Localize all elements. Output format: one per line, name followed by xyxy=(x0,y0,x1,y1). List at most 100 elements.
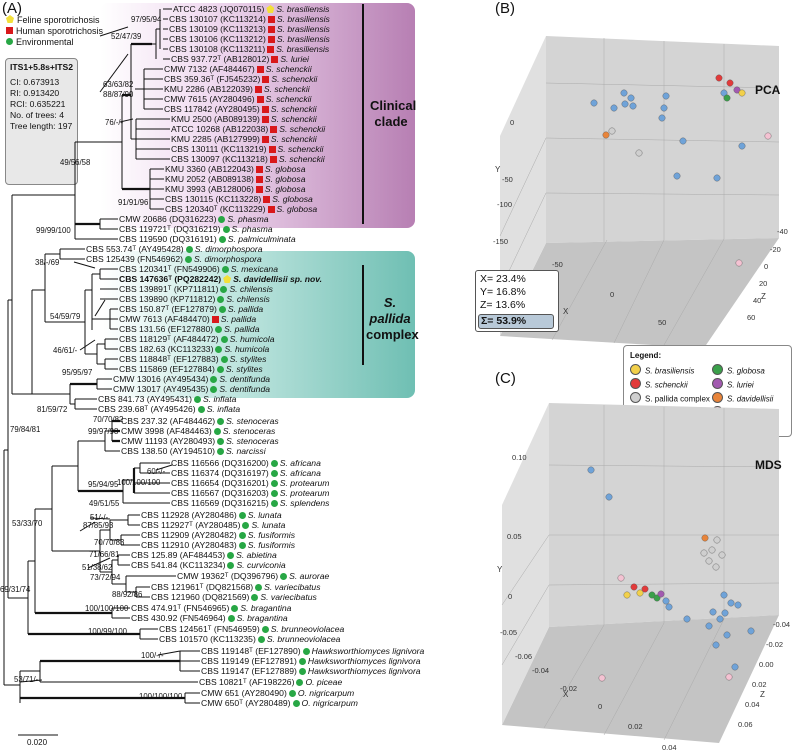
plot-legend-item: S. brasiliensis xyxy=(630,364,694,377)
pca-xtick: -50 xyxy=(552,260,563,269)
human-square-icon xyxy=(211,315,219,323)
environmental-circle-icon xyxy=(222,225,230,233)
circle-icon xyxy=(6,38,13,45)
mds-xtick: 0.04 xyxy=(662,743,677,752)
human-square-icon xyxy=(271,55,279,63)
scatter-point xyxy=(623,591,631,599)
support-value: 95/95/97 xyxy=(62,368,93,377)
support-value: 100/-/- xyxy=(141,651,164,660)
mds-ztick: 0.00 xyxy=(759,660,774,669)
environmental-circle-icon xyxy=(261,625,269,633)
tree-leaf: CBS 130106 (KC113212)S. brasiliensis xyxy=(169,34,330,44)
support-value: 70/70/82 xyxy=(93,415,124,424)
tree-leaf: CBS 116374 (DQ316197)S. africana xyxy=(171,468,321,478)
environmental-circle-icon xyxy=(220,335,228,343)
tree-leaf: CBS 182.63 (KC113233)S. humicola xyxy=(119,344,270,354)
tree-leaf: CBS 117842 (AY280495)S. schenckii xyxy=(164,104,317,114)
legend-environmental: Environmental xyxy=(16,37,74,47)
tree-leaf: CBS 474.91ᵀ (FN546965)S. bragantina xyxy=(131,603,292,613)
support-value: 91/91/96 xyxy=(118,198,149,207)
tree-leaf: CBS 139891ᵀ (KP711811)S. chilensis xyxy=(119,284,273,294)
scatter-point xyxy=(764,132,772,140)
pca-plot xyxy=(499,36,780,348)
tree-leaf: CBS 116567 (DQ316203)S. protearum xyxy=(171,488,330,498)
human-square-icon xyxy=(261,135,269,143)
tree-leaf: CMW 11193 (AY280493)S. stenoceras xyxy=(121,436,279,446)
environmental-circle-icon xyxy=(218,305,226,313)
environmental-circle-icon xyxy=(238,531,246,539)
tree-leaf: CBS 125439 (FN546962)S. dimorphospora xyxy=(86,254,262,264)
support-value: 76/-/- xyxy=(105,118,124,127)
mds-xtick: -0.04 xyxy=(532,666,550,675)
environmental-circle-icon xyxy=(298,667,306,675)
pca-y-axis-name: Y xyxy=(495,165,501,174)
scatter-point xyxy=(701,534,709,542)
plot-legend-item: S. davidellisii xyxy=(712,392,773,405)
tree-leaf: CBS 130097 (KC113218)S. schenckii xyxy=(171,154,325,164)
scatter-point xyxy=(731,663,739,671)
pallida-clade-label: S. pallida complex xyxy=(366,295,419,342)
scatter-point xyxy=(723,94,731,102)
scatter-point xyxy=(673,172,681,180)
scatter-point xyxy=(700,549,708,557)
scatter-point xyxy=(641,585,649,593)
tree-leaf: CBS 130109 (KC113213)S. brasiliensis xyxy=(169,24,330,34)
tree-leaf: CMW 13017 (AY495435)S. dentifunda xyxy=(113,384,271,394)
scatter-point xyxy=(660,104,668,112)
scatter-point xyxy=(720,591,728,599)
environmental-circle-icon xyxy=(255,583,263,591)
square-icon xyxy=(6,27,13,34)
tree-leaf: CBS 118848ᵀ (EF127883)S. stylites xyxy=(119,354,267,364)
tree-leaf: CBS 116566 (DQ316200)S. africana xyxy=(171,458,321,468)
environmental-circle-icon xyxy=(220,355,228,363)
support-value: 100/100/100 xyxy=(117,478,161,487)
legend-feline: Feline sporotrichosis xyxy=(17,15,100,25)
feline-pentagon-icon xyxy=(266,5,275,13)
variance-x: X= 23.4% xyxy=(480,273,526,285)
human-square-icon xyxy=(256,65,264,73)
tree-leaf: CBS 124561ᵀ (FN546959)S. brunneoviolacea xyxy=(159,624,345,634)
human-square-icon xyxy=(255,165,263,173)
mds-ztick: 0.04 xyxy=(745,700,760,709)
panel-a-label: (A) xyxy=(2,0,22,17)
environmental-circle-icon xyxy=(217,295,225,303)
tree-leaf: CMW 651 (AY280490)O. nigricarpum xyxy=(201,688,355,698)
clinical-clade-label: Clinical clade xyxy=(370,98,417,129)
support-value: 88/92/86 xyxy=(112,590,143,599)
human-square-icon xyxy=(255,185,263,193)
tree-leaf: CBS 138.50 (AY194510)S. narcissi xyxy=(121,446,266,456)
tree-leaf: CMW 7132 (AF484467)S. schenckii xyxy=(164,64,312,74)
human-square-icon xyxy=(261,105,269,113)
scatter-point xyxy=(705,622,713,630)
scatter-point xyxy=(598,674,606,682)
support-value: 97/95/94 xyxy=(131,15,162,24)
environmental-circle-icon xyxy=(227,614,235,622)
support-value: 73/72/94 xyxy=(90,573,121,582)
scatter-point xyxy=(605,493,613,501)
mds-z-axis-name: Z xyxy=(760,690,765,699)
scatter-point xyxy=(630,583,638,591)
scatter-point xyxy=(662,92,670,100)
scatter-point xyxy=(629,102,637,110)
legend-ball-icon xyxy=(712,364,723,375)
tree-leaf: CBS 112910 (AY280483)S. fusiformis xyxy=(141,540,295,550)
tree-leaf: CBS 130115 (KC113228)S. globosa xyxy=(165,194,313,204)
environmental-circle-icon xyxy=(210,385,218,393)
human-square-icon xyxy=(267,35,275,43)
panel-b-label: (B) xyxy=(495,0,515,17)
human-square-icon xyxy=(270,125,278,133)
scatter-point xyxy=(720,89,728,97)
tree-leaf: CBS 150.87ᵀ (EF127879)S. pallida xyxy=(119,304,264,314)
mds-xtick: -0.06 xyxy=(515,652,533,661)
support-value: 51/-/- xyxy=(90,513,109,522)
plot-legend-title: Legend: xyxy=(630,351,662,360)
support-value: 60/-/- xyxy=(147,467,166,476)
scatter-point xyxy=(723,631,731,639)
pca-ytick: -100 xyxy=(497,200,513,209)
mds-ytick: 0.05 xyxy=(507,532,522,541)
scatter-point xyxy=(718,551,726,559)
environmental-circle-icon xyxy=(296,678,304,686)
support-value: 69/31/74 xyxy=(0,585,31,594)
scatter-point xyxy=(747,627,755,635)
support-value: 54/59/79 xyxy=(50,312,81,321)
